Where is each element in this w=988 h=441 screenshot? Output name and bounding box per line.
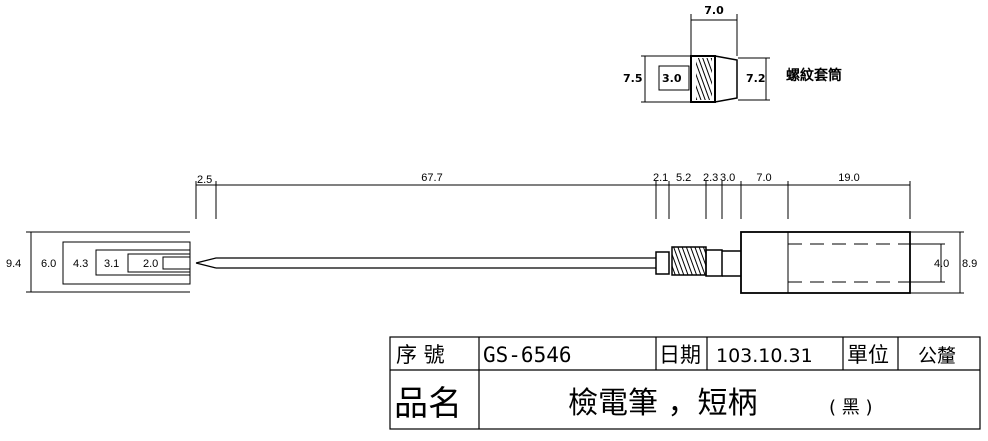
pen-dim-nut: 2.3 (703, 172, 718, 184)
cap-dim-6: 6.0 (41, 258, 56, 270)
cap-dim-4-3: 4.3 (73, 258, 88, 270)
pen-dim-tip: 2.5 (197, 174, 212, 186)
title-block (389, 336, 981, 430)
title-date-value: 103.10.31 (716, 345, 813, 367)
handle-dim-outer: 8.9 (962, 258, 977, 270)
title-date-label: 日期 (659, 343, 701, 367)
sleeve-dim-left-height: 7.5 (623, 72, 643, 85)
title-name-value: 檢電筆 ，短柄 (568, 386, 758, 421)
sleeve-view (641, 14, 770, 103)
title-no-label: 序 號 (396, 343, 445, 367)
sleeve-dim-inner: 3.0 (662, 72, 682, 85)
sleeve-label: 螺紋套筒 (786, 67, 842, 84)
pen-dim-neck: 3.0 (720, 172, 735, 184)
sleeve-dim-right-height: 7.2 (746, 72, 766, 85)
title-name-label: 品名 (394, 384, 462, 424)
title-no-value: GS-6546 (483, 343, 572, 367)
pen-dim-collar: 2.1 (653, 172, 668, 184)
pen-dim-probe: 67.7 (421, 172, 442, 184)
title-unit-value: 公釐 (918, 345, 956, 367)
title-unit-label: 單位 (847, 343, 889, 367)
pen-dim-handle: 19.0 (838, 172, 859, 184)
pen-view (26, 181, 964, 294)
cap-dim-2: 2.0 (143, 258, 158, 270)
pen-dim-handle-front: 7.0 (756, 172, 771, 184)
title-name-note: ( 黑 ) (829, 397, 873, 418)
cap-dim-outer: 9.4 (6, 258, 21, 270)
pen-dim-thread: 5.2 (676, 172, 691, 184)
handle-dim-inner: 4.0 (934, 258, 949, 270)
sleeve-dim-width: 7.0 (704, 4, 724, 17)
cap-dim-3-1: 3.1 (104, 258, 119, 270)
